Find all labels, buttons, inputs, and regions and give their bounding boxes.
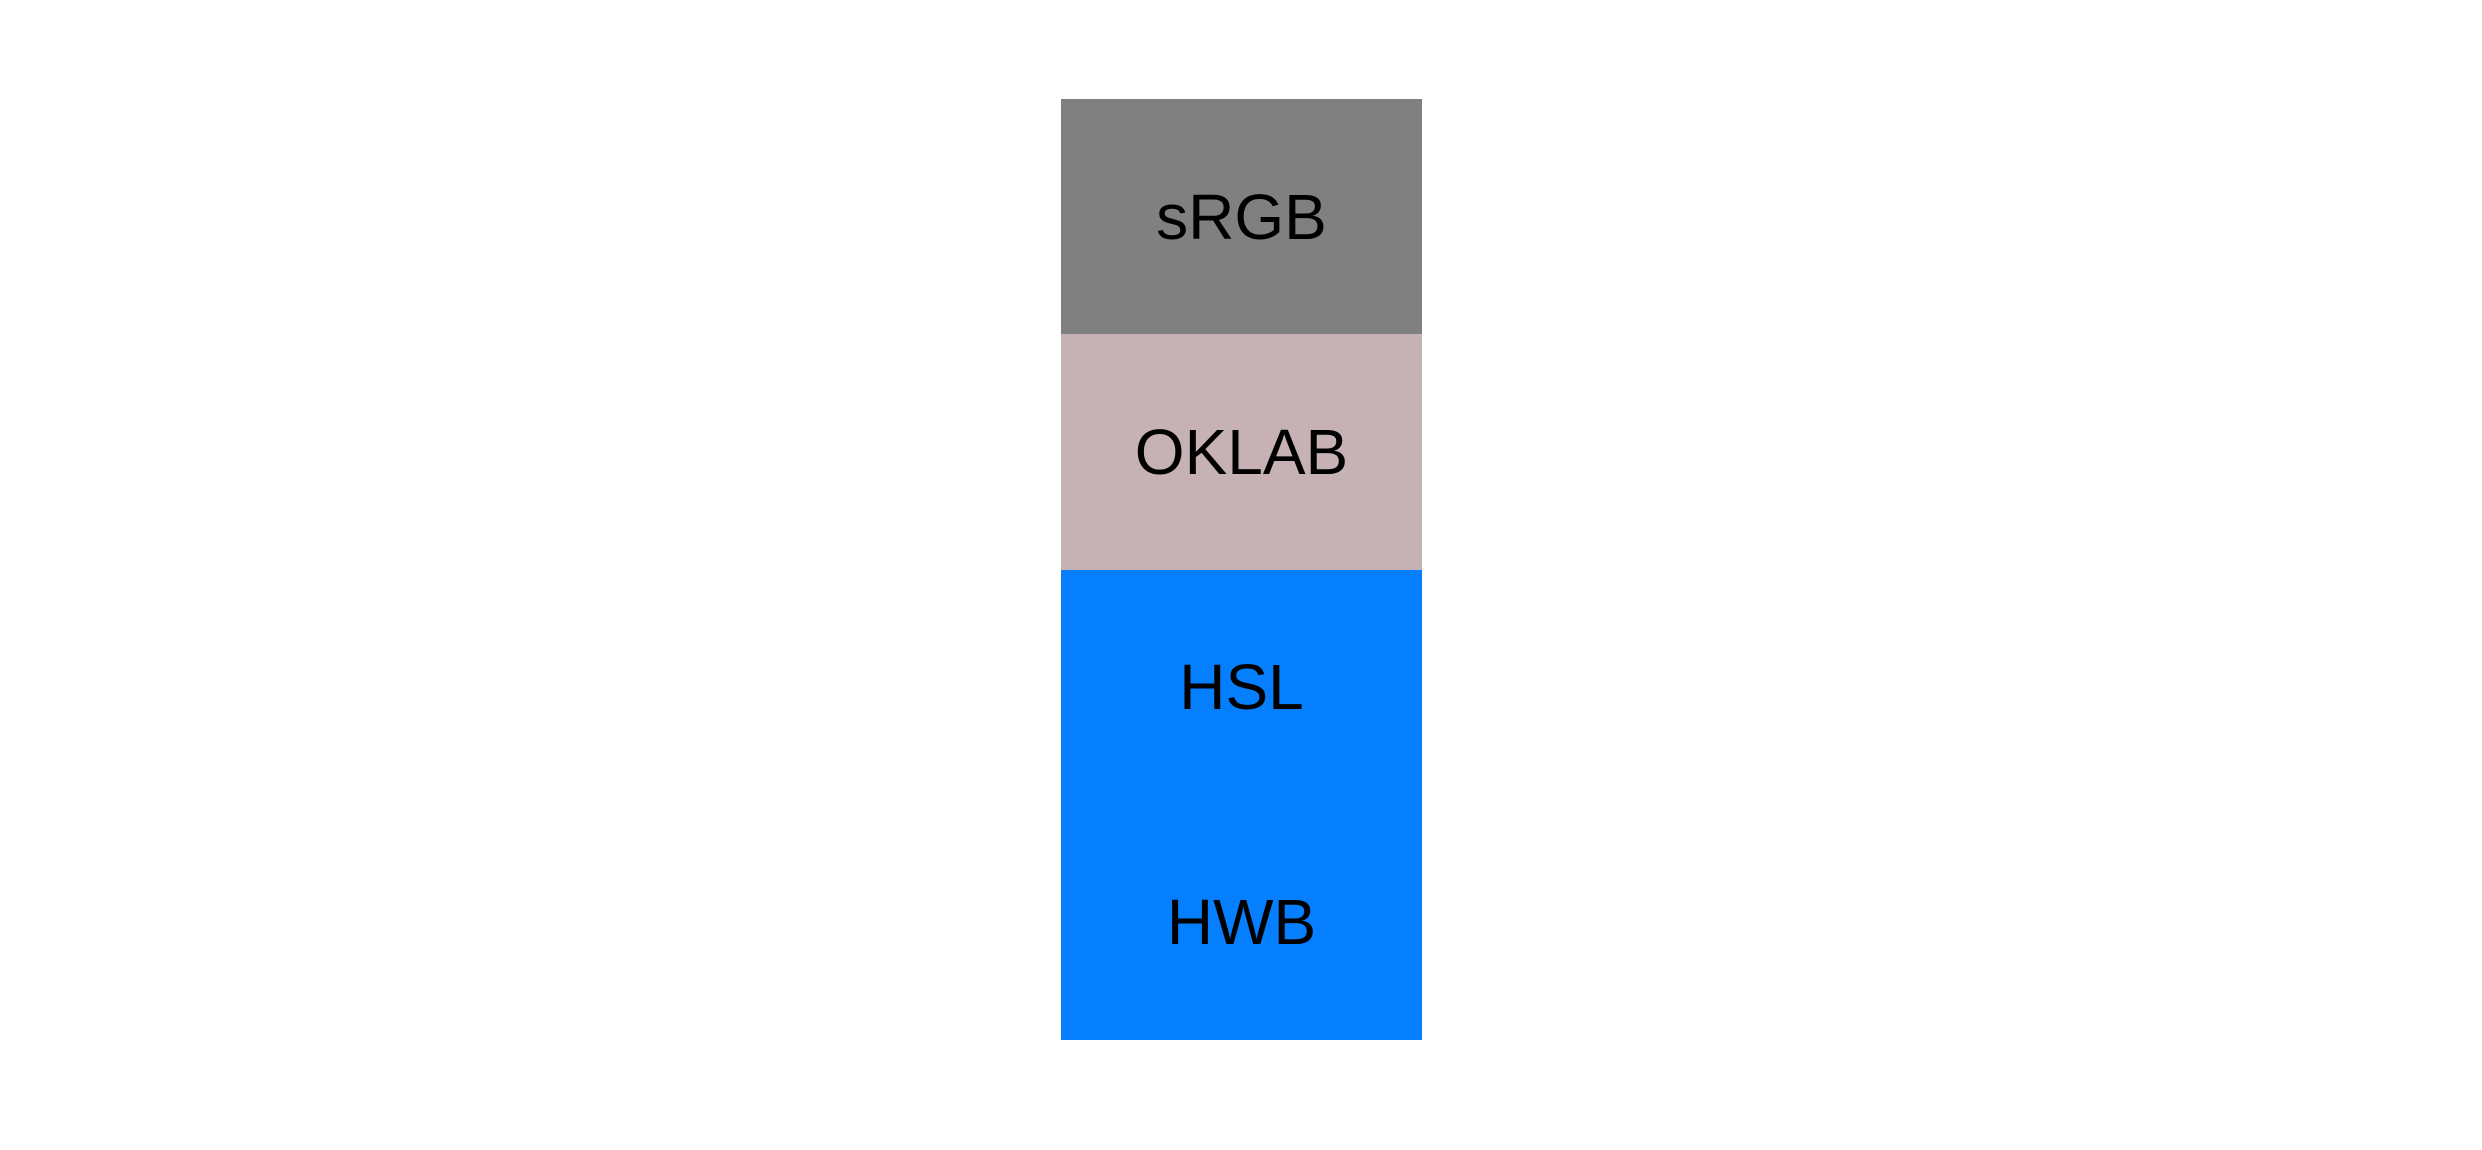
swatch-label-hwb: HWB <box>1166 886 1317 959</box>
swatch-label-srgb: sRGB <box>1156 180 1327 253</box>
swatch-srgb[interactable]: sRGB <box>1061 99 1422 335</box>
swatch-label-oklab: OKLAB <box>1134 415 1349 488</box>
swatch-oklab[interactable]: OKLAB <box>1061 334 1422 570</box>
swatch-label-hsl: HSL <box>1179 651 1304 724</box>
swatch-hsl[interactable]: HSL <box>1061 569 1422 805</box>
color-space-swatch-stack: sRGB OKLAB HSL HWB <box>1061 99 1422 1040</box>
swatch-hwb[interactable]: HWB <box>1061 804 1422 1040</box>
